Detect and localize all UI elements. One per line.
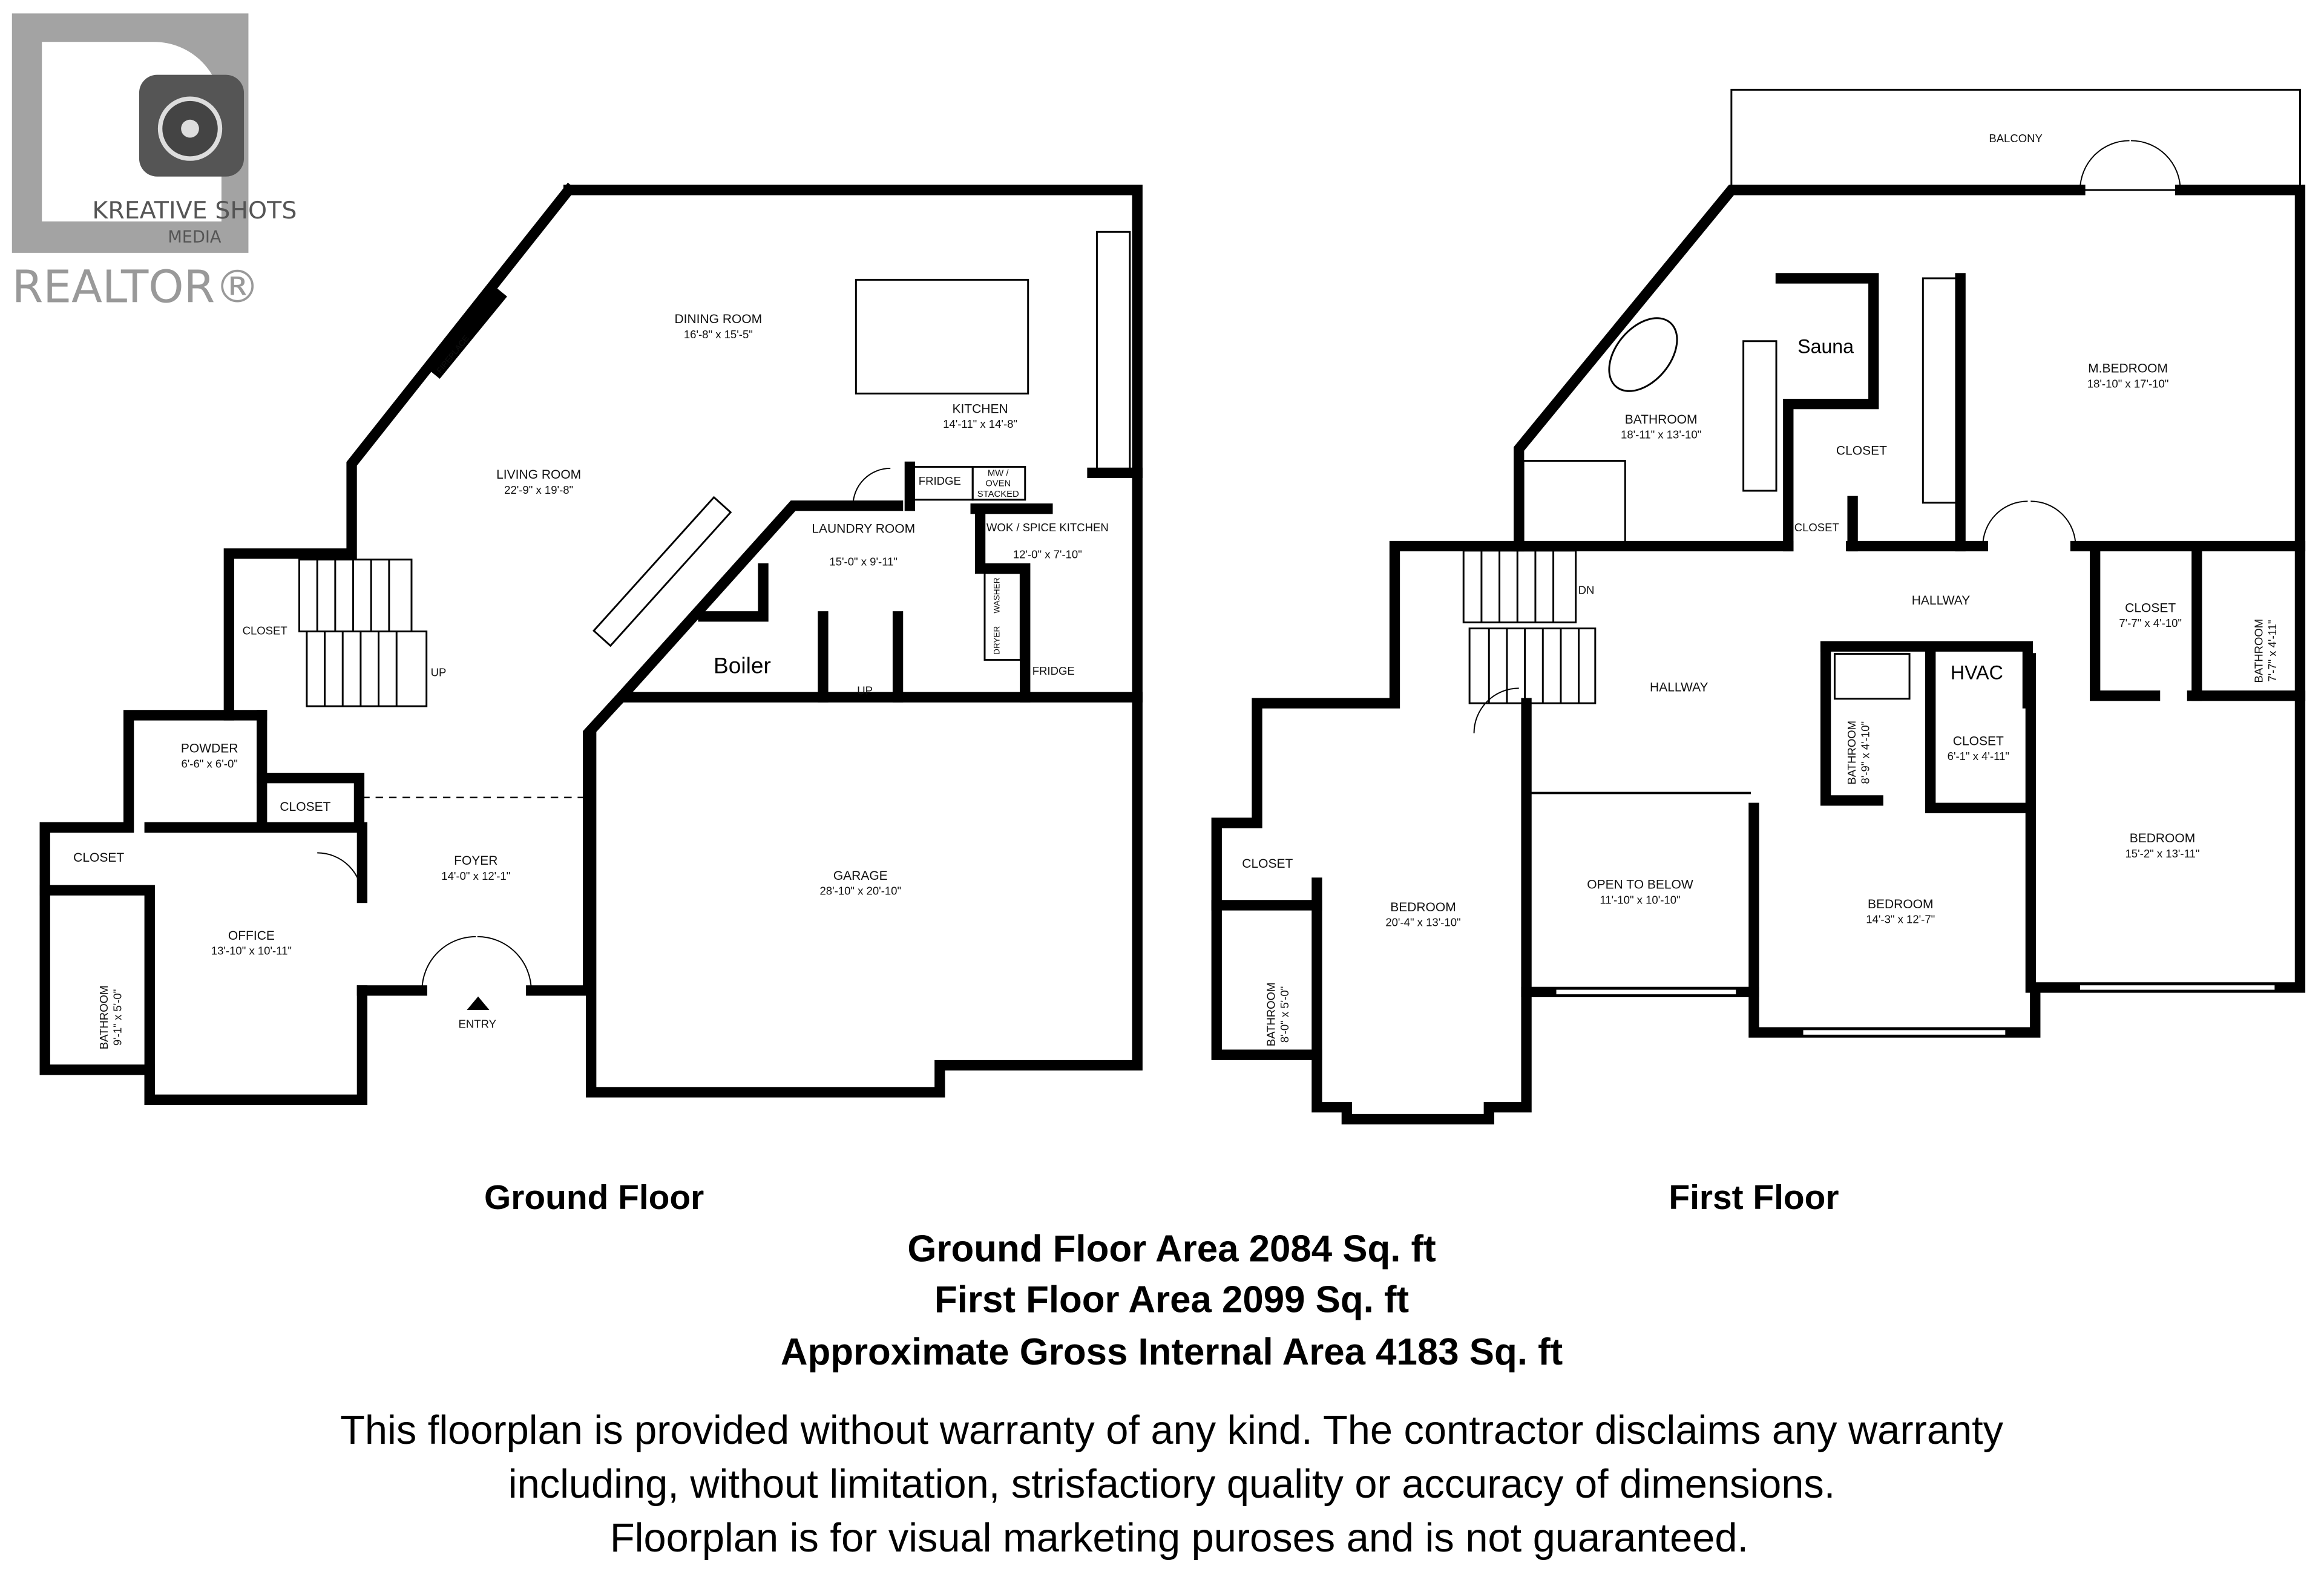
room-dim: 12'-0" x 7'-10" bbox=[1013, 548, 1082, 560]
fridge-label: FRIDGE bbox=[919, 474, 961, 487]
stairs-down-label: DN bbox=[1578, 584, 1595, 597]
room-label: BATHROOM bbox=[1625, 413, 1698, 427]
fridge-label: FRIDGE bbox=[1032, 664, 1075, 677]
room-label: BATHROOM bbox=[2253, 619, 2265, 683]
room-dim: 15'-2" x 13'-11" bbox=[2125, 847, 2200, 860]
closet-label: CLOSET bbox=[1242, 857, 1293, 871]
room-label: GARAGE bbox=[833, 869, 888, 883]
room-dim: 20'-4" x 13'-10" bbox=[1385, 916, 1460, 929]
closet-label: CLOSET bbox=[243, 624, 287, 637]
stacked-label: STACKED bbox=[977, 490, 1019, 499]
ground-floor-area: Ground Floor Area 2084 Sq. ft bbox=[907, 1228, 1436, 1270]
room-dim: 8'-9" x 4'-10" bbox=[1859, 721, 1871, 784]
first-floor-area: First Floor Area 2099 Sq. ft bbox=[934, 1279, 1409, 1321]
closet-label: CLOSET bbox=[73, 851, 124, 865]
room-dim: 6'-1" x 4'-11" bbox=[1948, 750, 2009, 762]
room-label: BATHROOM bbox=[1845, 721, 1858, 785]
room-label: CLOSET bbox=[1953, 734, 2004, 748]
room-dim: 8'-0" x 5'-0" bbox=[1278, 986, 1291, 1043]
room-label: POWDER bbox=[181, 742, 238, 756]
room-label: BALCONY bbox=[1989, 132, 2043, 145]
room-dim: 6'-6" x 6'-0" bbox=[181, 757, 237, 770]
washer-dryer bbox=[983, 572, 1022, 661]
room-label: LAUNDRY ROOM bbox=[812, 522, 915, 536]
room-dim: 28'-10" x 20'-10" bbox=[819, 885, 901, 897]
closet-label: CLOSET bbox=[1836, 444, 1887, 458]
room-dim: 14'-0" x 12'-1" bbox=[441, 870, 510, 882]
sauna-label: Sauna bbox=[1797, 336, 1854, 358]
disclaimer-line: Floorplan is for visual marketing purose… bbox=[610, 1516, 1748, 1561]
first-floor-plan: BALCONY M.BEDROOM 18'-10" x 17'-10" BATH… bbox=[1211, 88, 2306, 1217]
room-label: CLOSET bbox=[2125, 601, 2176, 615]
room-label: BEDROOM bbox=[1868, 897, 1934, 911]
stairs-up-label: UP bbox=[431, 666, 447, 679]
room-dim: 14'-11" x 14'-8" bbox=[943, 418, 1017, 430]
boiler-label: Boiler bbox=[714, 653, 771, 678]
room-label: OPEN TO BELOW bbox=[1587, 878, 1693, 892]
washer-label: WASHER bbox=[993, 577, 1002, 613]
room-dim: 18'-10" x 17'-10" bbox=[2087, 377, 2169, 390]
room-label: WOK / SPICE KITCHEN bbox=[986, 521, 1109, 534]
room-dim: 7'-7" x 4'-11" bbox=[2266, 620, 2279, 681]
room-label: BEDROOM bbox=[2130, 831, 2196, 845]
room-label: BATHROOM bbox=[1265, 983, 1278, 1047]
room-dim: 15'-0" x 9'-11" bbox=[829, 555, 898, 568]
room-dim: 11'-10" x 10'-10" bbox=[1600, 893, 1680, 906]
ground-floor-plan: FIREPLACE DRYER WASHER DININ bbox=[39, 182, 1143, 1217]
room-dim: 9'-1" x 5'-0" bbox=[111, 989, 123, 1046]
room-dim: 7'-7" x 4'-10" bbox=[2119, 617, 2182, 629]
oven-label: OVEN bbox=[985, 479, 1011, 489]
logo-brand: KREATIVE SHOTS bbox=[92, 197, 297, 224]
disclaimer-line: including, without limitation, strisfact… bbox=[508, 1462, 1836, 1507]
entry-label: ENTRY bbox=[459, 1018, 496, 1031]
room-dim: 18'-11" x 13'-10" bbox=[1621, 428, 1701, 441]
logo-sub: MEDIA bbox=[168, 228, 222, 247]
room-dim: 22'-9" x 19'-8" bbox=[504, 483, 573, 496]
room-label: M.BEDROOM bbox=[2088, 362, 2168, 376]
room-label: LIVING ROOM bbox=[496, 468, 581, 482]
room-dim: 16'-8" x 15'-5" bbox=[684, 328, 753, 341]
mw-label: MW / bbox=[988, 468, 1009, 478]
room-label: HALLWAY bbox=[1650, 680, 1708, 694]
disclaimer-line: This floorplan is provided without warra… bbox=[340, 1408, 2003, 1453]
room-label: HALLWAY bbox=[1912, 594, 1970, 608]
room-label: KITCHEN bbox=[952, 402, 1008, 416]
first-floor-title: First Floor bbox=[1669, 1179, 1839, 1217]
hvac-label: HVAC bbox=[1951, 662, 2003, 684]
kreative-shots-logo: KREATIVE SHOTS MEDIA REALTOR® bbox=[11, 13, 297, 313]
room-dim: 13'-10" x 10'-11" bbox=[211, 945, 292, 957]
fireplace bbox=[428, 287, 507, 379]
room-label: FOYER bbox=[454, 854, 497, 868]
dryer-label: DRYER bbox=[993, 626, 1002, 654]
room-label: BATHROOM bbox=[97, 986, 110, 1050]
closet-label: CLOSET bbox=[280, 800, 330, 814]
room-label: BEDROOM bbox=[1390, 900, 1456, 914]
closet-label: CLOSET bbox=[1794, 521, 1839, 534]
realtor-logo: REALTOR® bbox=[12, 261, 260, 313]
ground-floor-title: Ground Floor bbox=[484, 1179, 704, 1217]
entry-arrow-icon bbox=[467, 996, 490, 1011]
room-dim: 14'-3" x 12'-7" bbox=[1866, 913, 1935, 926]
stairs-up-label: UP bbox=[857, 684, 873, 696]
room-label: OFFICE bbox=[228, 929, 275, 943]
room-label: DINING ROOM bbox=[675, 312, 763, 326]
gross-internal-area: Approximate Gross Internal Area 4183 Sq.… bbox=[781, 1331, 1563, 1373]
